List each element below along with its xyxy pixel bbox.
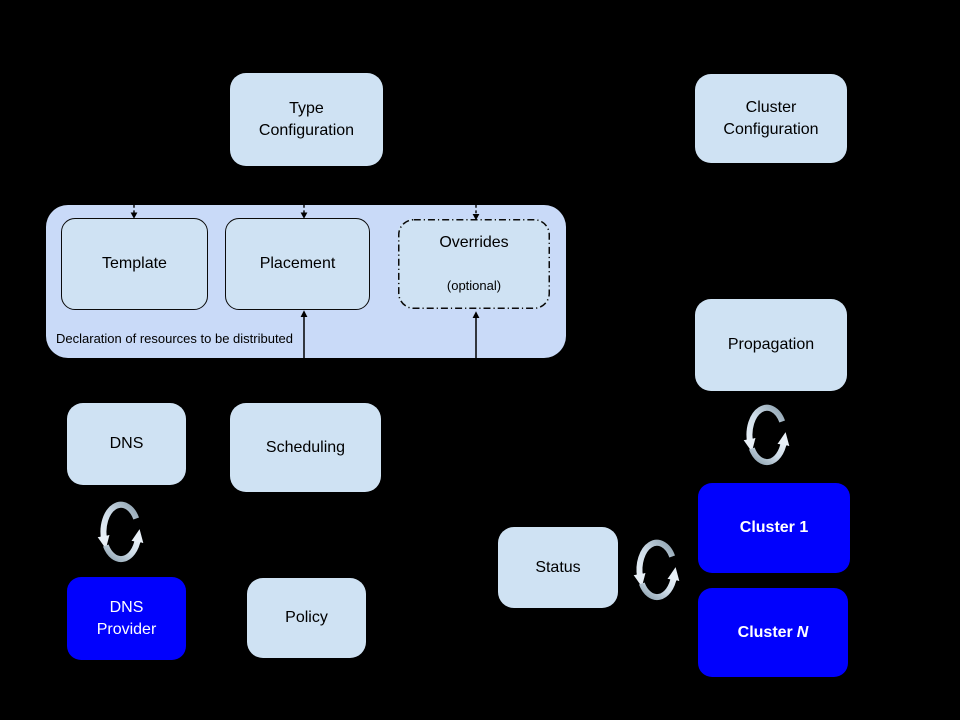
node-label: Placement [259, 255, 336, 273]
node-label: Propagation [727, 336, 815, 354]
node-dns: DNS [67, 403, 186, 485]
node-template: Template [61, 218, 208, 310]
node-overrides: Overrides (optional) [398, 219, 550, 309]
node-label: Template [102, 255, 167, 273]
solid-input-arrows [303, 316, 477, 358]
node-label: Cluster Configuration [723, 99, 819, 138]
node-scheduling: Scheduling [230, 403, 381, 492]
node-label: DNS [109, 435, 144, 453]
cluster-n-prefix: Cluster [737, 623, 793, 641]
node-propagation: Propagation [695, 299, 847, 391]
node-cluster-configuration: Cluster Configuration [695, 74, 847, 163]
node-policy: Policy [247, 578, 366, 658]
overrides-optional-note: (optional) [446, 277, 502, 293]
group-caption: Declaration of resources to be distribut… [56, 331, 294, 346]
node-label: DNS Provider [96, 599, 157, 638]
solid-arrowheads [300, 310, 480, 318]
node-label: Policy [285, 609, 328, 627]
node-type-configuration: Type Configuration [230, 73, 383, 166]
node-status: Status [498, 527, 618, 608]
node-dns-provider: DNS Provider [67, 577, 186, 660]
group-resource-declaration: Template Placement Overrides (optional) … [46, 205, 566, 358]
sync-arrows-icon [97, 501, 144, 563]
node-label: Overrides (optional) [439, 232, 508, 295]
sync-arrows-icon [633, 539, 680, 601]
sync-arrows-icon [743, 404, 790, 466]
node-placement: Placement [225, 218, 370, 310]
node-label: Cluster 1 [739, 519, 809, 537]
dashed-config-arrows [133, 205, 477, 215]
overrides-title: Overrides [439, 234, 509, 252]
node-label: Type Configuration [258, 100, 355, 139]
node-cluster-1: Cluster 1 [698, 483, 850, 573]
cluster-n-italic-suffix: N [796, 623, 809, 641]
node-label: Scheduling [265, 438, 346, 456]
node-label: Status [535, 558, 581, 576]
